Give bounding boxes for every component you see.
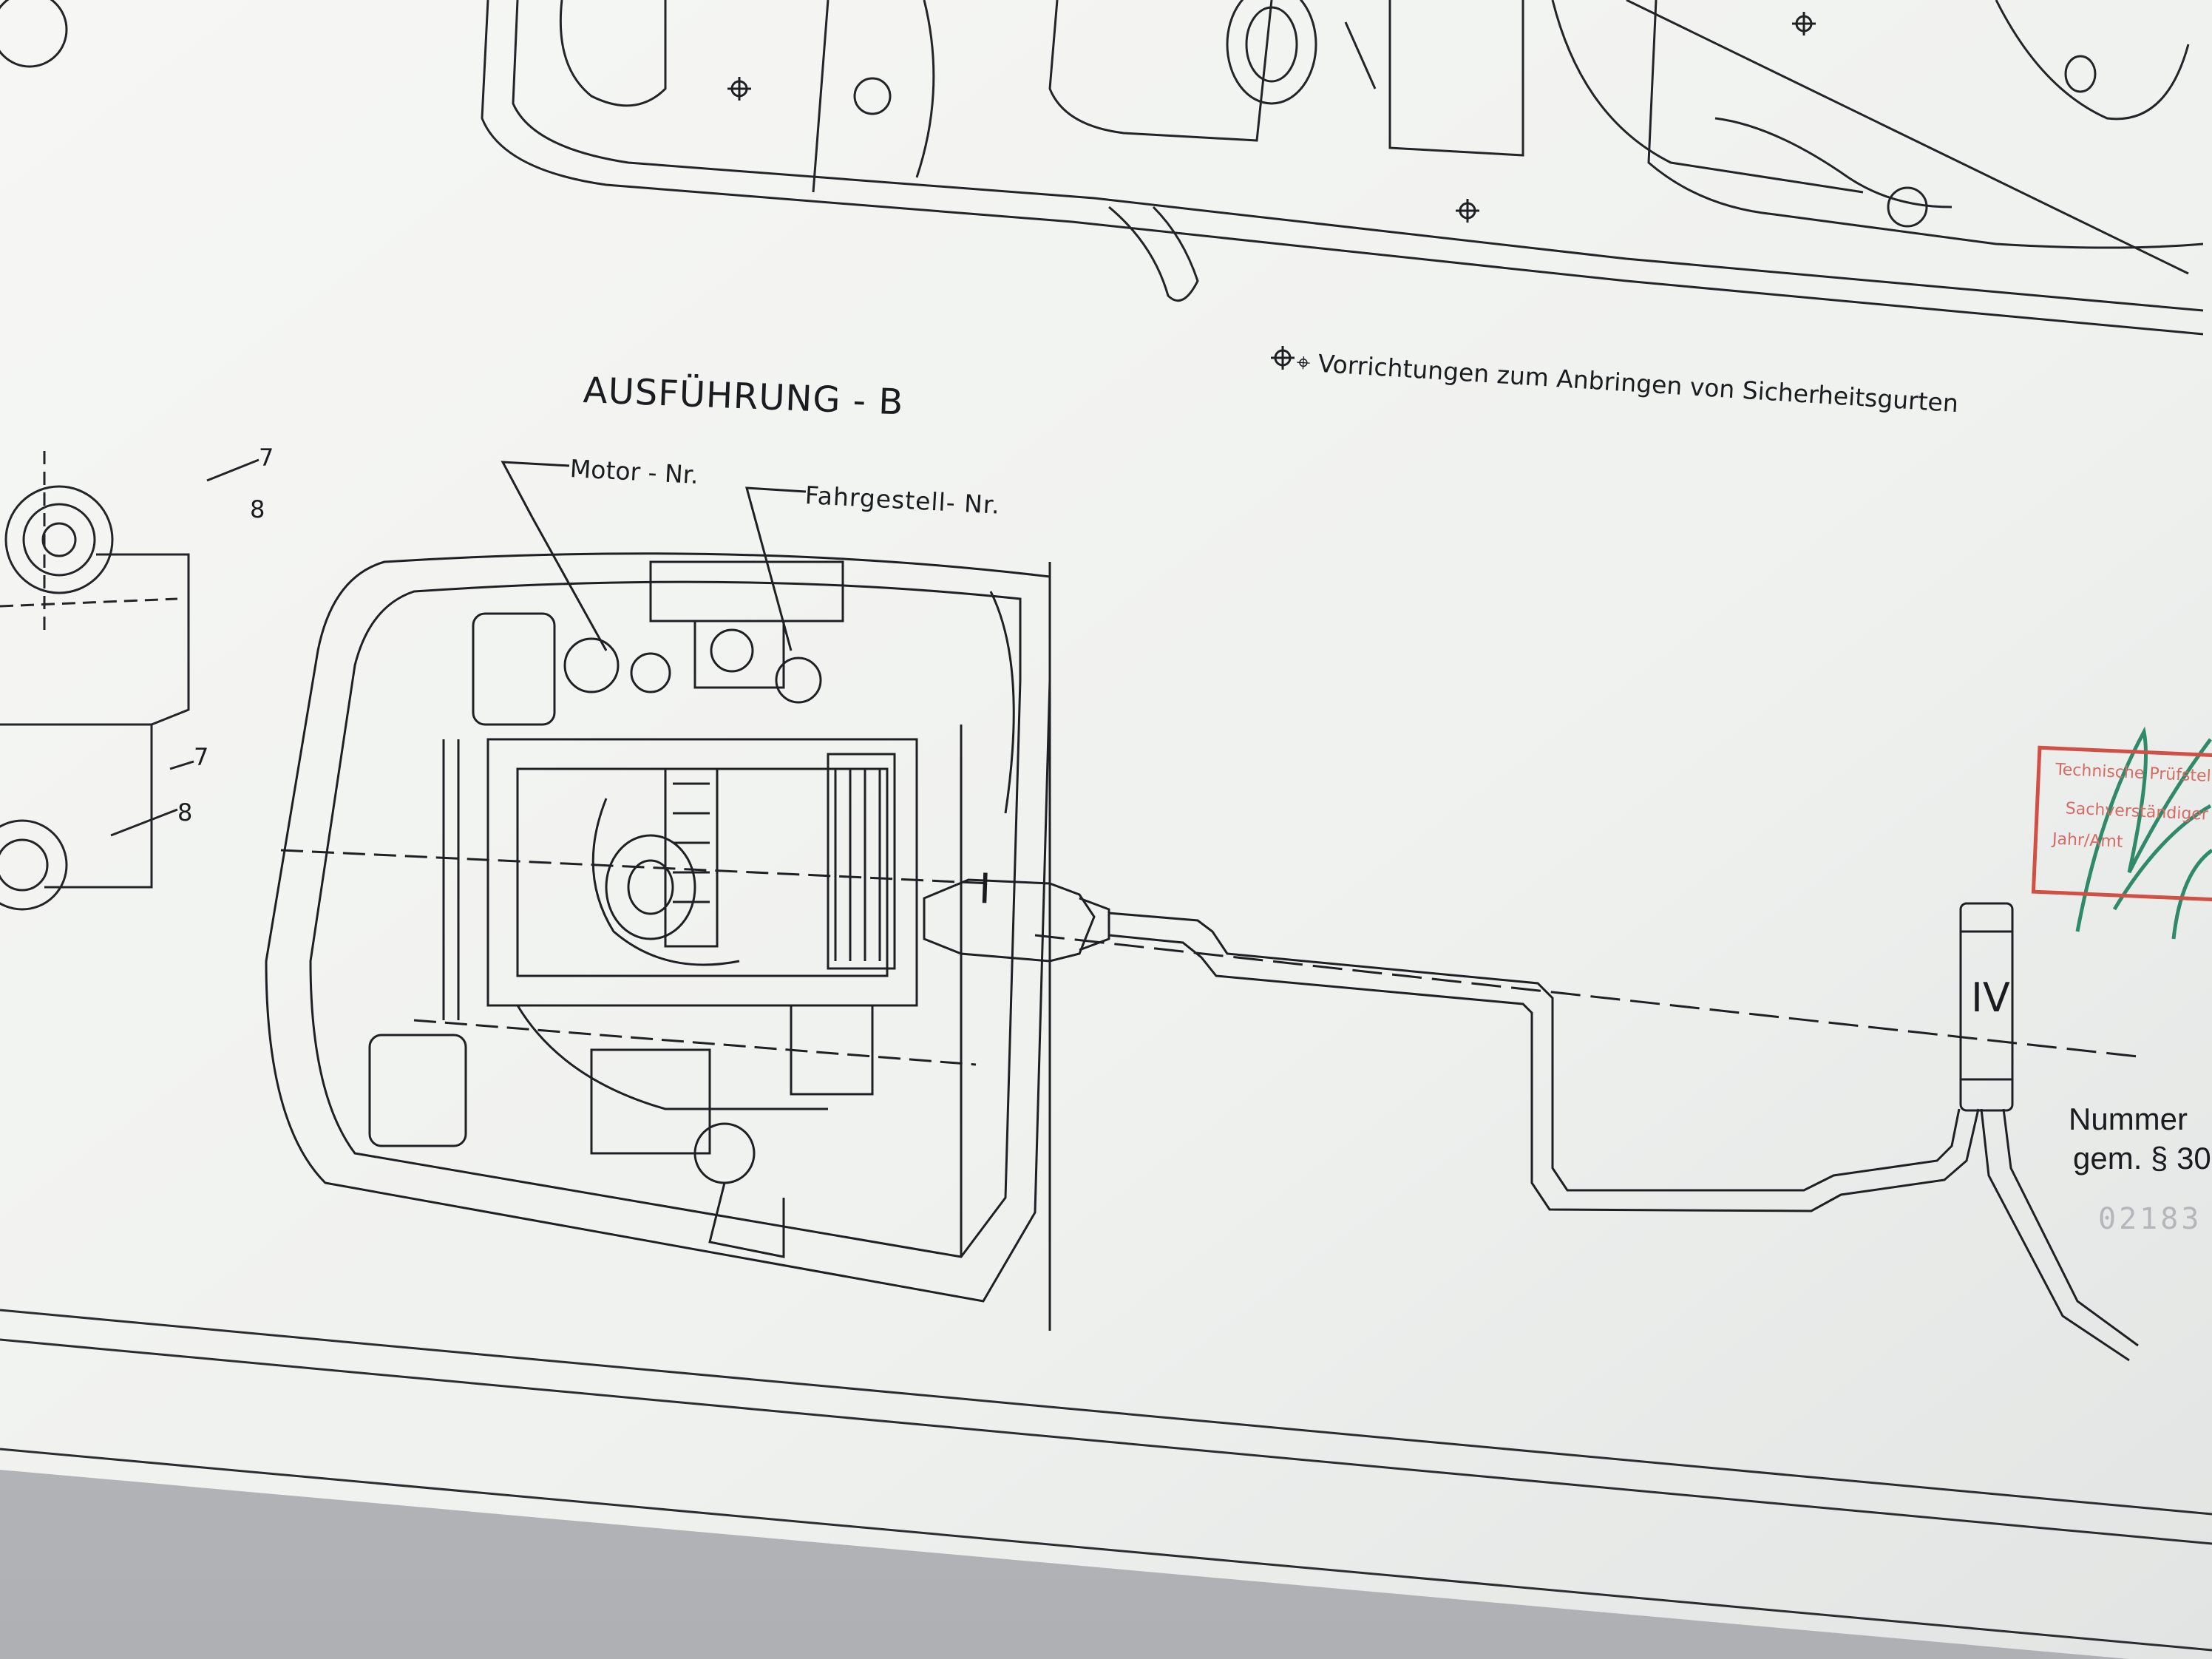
part-number-label: 7 [194,743,209,771]
anchor-point-icon [727,12,1816,370]
vehicle-top-view [481,0,2204,336]
frame-border [0,1309,2212,1652]
exhaust-system [923,878,2145,1362]
part-number-label: 8 [250,495,265,523]
left-wheel-fragments [0,0,259,911]
stamp-text: Technische Prüfstelle [2055,760,2212,787]
embossed-number: 02183 [2098,1202,2202,1236]
engine-bay-drawing [265,552,1051,1331]
callout-leaders [501,461,807,651]
stamp-text: Sachverständiger [2065,799,2209,824]
stamp-seal: Technische Prüfstelle Sachverständiger J… [2031,745,2212,905]
stamp-text: Jahr/Amt [2052,830,2123,852]
exhaust-marker-front: I [977,865,992,914]
exhaust-marker-rear: IV [1971,974,2010,1021]
part-number-label: 7 [259,444,274,472]
part-number-label: 8 [177,798,193,827]
note-line-2: gem. § 30 [2073,1141,2211,1175]
note-line-1: Nummer [2069,1102,2188,1136]
signature [2075,726,2212,940]
